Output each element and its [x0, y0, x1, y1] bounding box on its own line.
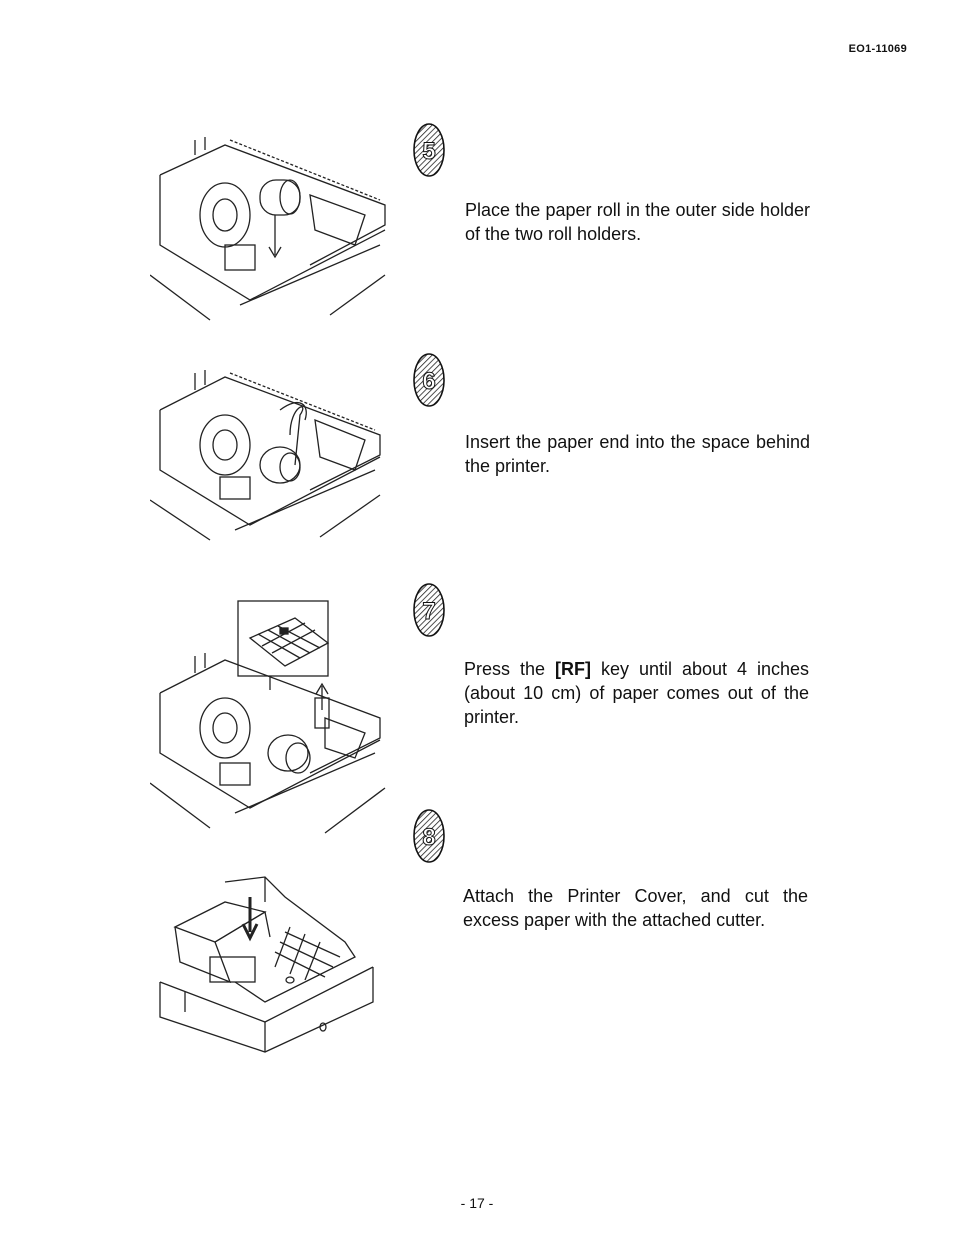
illustration-insert-paper-end: [150, 365, 395, 545]
step-number: 6: [422, 368, 435, 395]
step-5-text: Place the paper roll in the outer side h…: [465, 200, 810, 244]
illustration-attach-printer-cover: [155, 872, 380, 1057]
step-5-badge: 5: [412, 122, 446, 178]
document-code: EO1-11069: [848, 43, 907, 55]
step-number: 8: [422, 824, 435, 851]
step-8-badge: 8: [412, 808, 446, 864]
step-8-text: Attach the Printer Cover, and cut the ex…: [463, 886, 808, 930]
step-number: 7: [422, 598, 435, 625]
step-7-badge: 7: [412, 582, 446, 638]
step-6-text: Insert the paper end into the space behi…: [465, 432, 810, 476]
page-number: - 17 -: [460, 1195, 494, 1211]
step-7-text-after: key until about 4 inches (about 10 cm) o…: [464, 659, 809, 727]
illustration-feed-paper-rf-key: [150, 598, 395, 838]
step-6-badge: 6: [412, 352, 446, 408]
rf-key-label: [RF]: [555, 659, 591, 679]
illustration-paper-roll-placement: [150, 135, 395, 325]
step-7-text-before: Press the: [464, 659, 555, 679]
step-7-text: Press the [RF] key until about 4 inches …: [464, 657, 809, 729]
step-number: 5: [422, 138, 435, 165]
